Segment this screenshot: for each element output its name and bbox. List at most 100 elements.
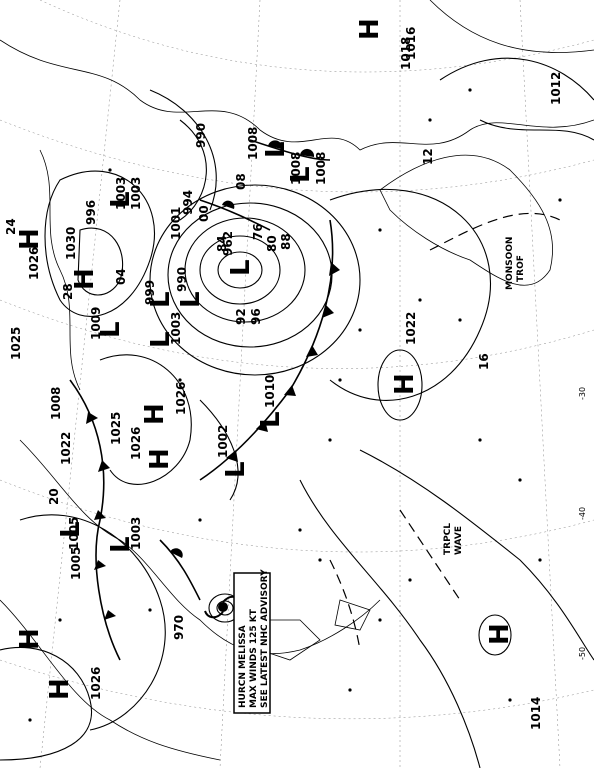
low-center-1008: L 1008 xyxy=(246,127,291,160)
high-letter: H xyxy=(45,678,75,700)
isobar-label: 28 xyxy=(61,283,75,300)
low-letter: L xyxy=(146,291,176,308)
low-pressure-label: 1010 xyxy=(263,375,277,408)
low-pressure-label: 1008 xyxy=(314,152,328,185)
high-pressure-label: 1014 xyxy=(529,697,543,730)
high-letter: H xyxy=(145,448,175,470)
hurricane-advisory-box: HURCN MELISSA MAX WINDS 125 KT SEE LATES… xyxy=(233,569,271,714)
low-letter: L xyxy=(96,321,126,338)
isobar-label: 1022 xyxy=(59,432,73,465)
isobar-label: 12 xyxy=(421,148,435,165)
low-letter: L xyxy=(286,166,316,183)
low-center-1003: L 1003 xyxy=(106,517,143,553)
isobar-label: 04 xyxy=(114,268,128,285)
low-center-990: L 990 xyxy=(175,267,206,308)
low-pressure-label: 1008 xyxy=(246,127,260,160)
isobar-label: 1025 xyxy=(109,412,123,445)
high-center-1030: H 1030 xyxy=(64,227,100,290)
isobar-label: 20 xyxy=(47,488,61,505)
low-letter: L xyxy=(221,461,251,478)
low-pressure-centers: L 962 L 990 L 1008 L 1010 L 1002 L 1003 … xyxy=(56,127,328,553)
isobar-label: 990 xyxy=(194,123,208,148)
low-pressure-label: 990 xyxy=(175,267,189,292)
isobar-label: 1016 xyxy=(404,27,418,60)
low-center-1003b: L 1003 xyxy=(106,177,143,210)
high-pressure-centers: H 1018 H 1022 H 1026 H 1026 H 1030 H 102… xyxy=(9,18,543,730)
low-pressure-label: 962 xyxy=(221,231,235,256)
high-center-1022: H 1022 xyxy=(390,312,420,395)
high-letter: H xyxy=(140,403,170,425)
low-center-1008b: L 1008 xyxy=(286,152,328,185)
isobar-label: 80 xyxy=(265,235,279,252)
low-pressure-label: 1003 xyxy=(129,517,143,550)
low-letter: L xyxy=(106,536,136,553)
isobar-label: 16 xyxy=(477,353,491,370)
advisory-line-2: MAX WINDS 125 KT xyxy=(249,608,259,708)
monsoon-line-2: TROF xyxy=(516,255,526,282)
tropical-wave-line-2: WAVE xyxy=(454,526,464,555)
high-center-1026c: H 1026 xyxy=(15,228,45,280)
high-letter: H xyxy=(355,18,385,40)
isobar-label: 994 xyxy=(181,190,195,215)
low-pressure-label: 1002 xyxy=(216,425,230,458)
low-center-1002: L 1002 xyxy=(216,425,251,478)
low-letter: L xyxy=(226,259,256,276)
high-center-1026b: H 1026 xyxy=(140,382,188,425)
high-center-1014: H 1014 xyxy=(485,623,543,730)
high-pressure-label: 1025 xyxy=(9,327,23,360)
cold-front xyxy=(69,219,340,661)
low-pressure-label: 1009 xyxy=(89,307,103,340)
low-center-1005: L 1005 xyxy=(56,517,86,550)
low-center-999: L 999 xyxy=(143,280,176,308)
low-center-962: L 962 xyxy=(221,231,256,276)
high-pressure-label: 1022 xyxy=(404,312,418,345)
high-letter: H xyxy=(70,268,100,290)
isobar-label: 76 xyxy=(251,223,265,240)
low-center-1010: L 1010 xyxy=(256,375,286,428)
low-center-1009: L 1009 xyxy=(89,307,126,340)
tropical-wave-label: TRPCL WAVE xyxy=(443,523,464,555)
high-center-1026: H 1026 xyxy=(129,427,175,470)
isobar-label: 92 xyxy=(234,308,248,325)
monsoon-trough-label: MONSOON TROF xyxy=(505,237,526,290)
isobar-label: 1005 xyxy=(69,547,83,580)
high-letter: H xyxy=(485,623,515,645)
low-pressure-label: 1003 xyxy=(129,177,143,210)
high-pressure-label: 1030 xyxy=(64,227,78,260)
low-letter: L xyxy=(56,521,86,538)
high-letter: H xyxy=(15,228,45,250)
high-pressure-label: 1026 xyxy=(174,382,188,415)
high-center-1018: H 1018 xyxy=(355,18,413,70)
isobar-label: 1003 xyxy=(114,177,128,210)
isobar-label: 970 xyxy=(172,615,186,640)
low-pressure-label: 1005 xyxy=(67,517,81,550)
low-pressure-label: 999 xyxy=(143,280,157,305)
isobar-label: 996 xyxy=(84,200,98,225)
advisory-line-3: SEE LATEST NHC ADVISORY xyxy=(260,569,270,708)
isobar-label: 24 xyxy=(4,218,18,235)
low-letter: L xyxy=(176,291,206,308)
isobar-value-labels: 1016 1008 990 994 1001 1003 996 1008 102… xyxy=(4,27,563,640)
station-plots xyxy=(28,88,562,722)
high-center-1025: H 1025 xyxy=(9,327,45,650)
troughs xyxy=(329,212,561,651)
latitude-label: -30 xyxy=(578,387,587,400)
latitude-label: -40 xyxy=(578,507,587,520)
low-letter: L xyxy=(106,191,136,208)
low-center-1003c: L 1003 xyxy=(146,312,183,348)
isobar-label: 08 xyxy=(234,173,248,190)
isobar-label: 96 xyxy=(249,308,263,325)
advisory-line-1: HURCN MELISSA xyxy=(238,625,248,708)
low-letter: L xyxy=(256,411,286,428)
monsoon-line-1: MONSOON xyxy=(505,237,515,290)
warm-front xyxy=(159,139,331,601)
low-letter: L xyxy=(261,141,291,158)
latitude-labels: -50 -40 -30 xyxy=(578,387,587,660)
isobar-label: 1008 xyxy=(49,387,63,420)
high-pressure-label: 1018 xyxy=(399,37,413,70)
high-pressure-label: 1026 xyxy=(27,247,41,280)
high-letter: H xyxy=(390,373,420,395)
